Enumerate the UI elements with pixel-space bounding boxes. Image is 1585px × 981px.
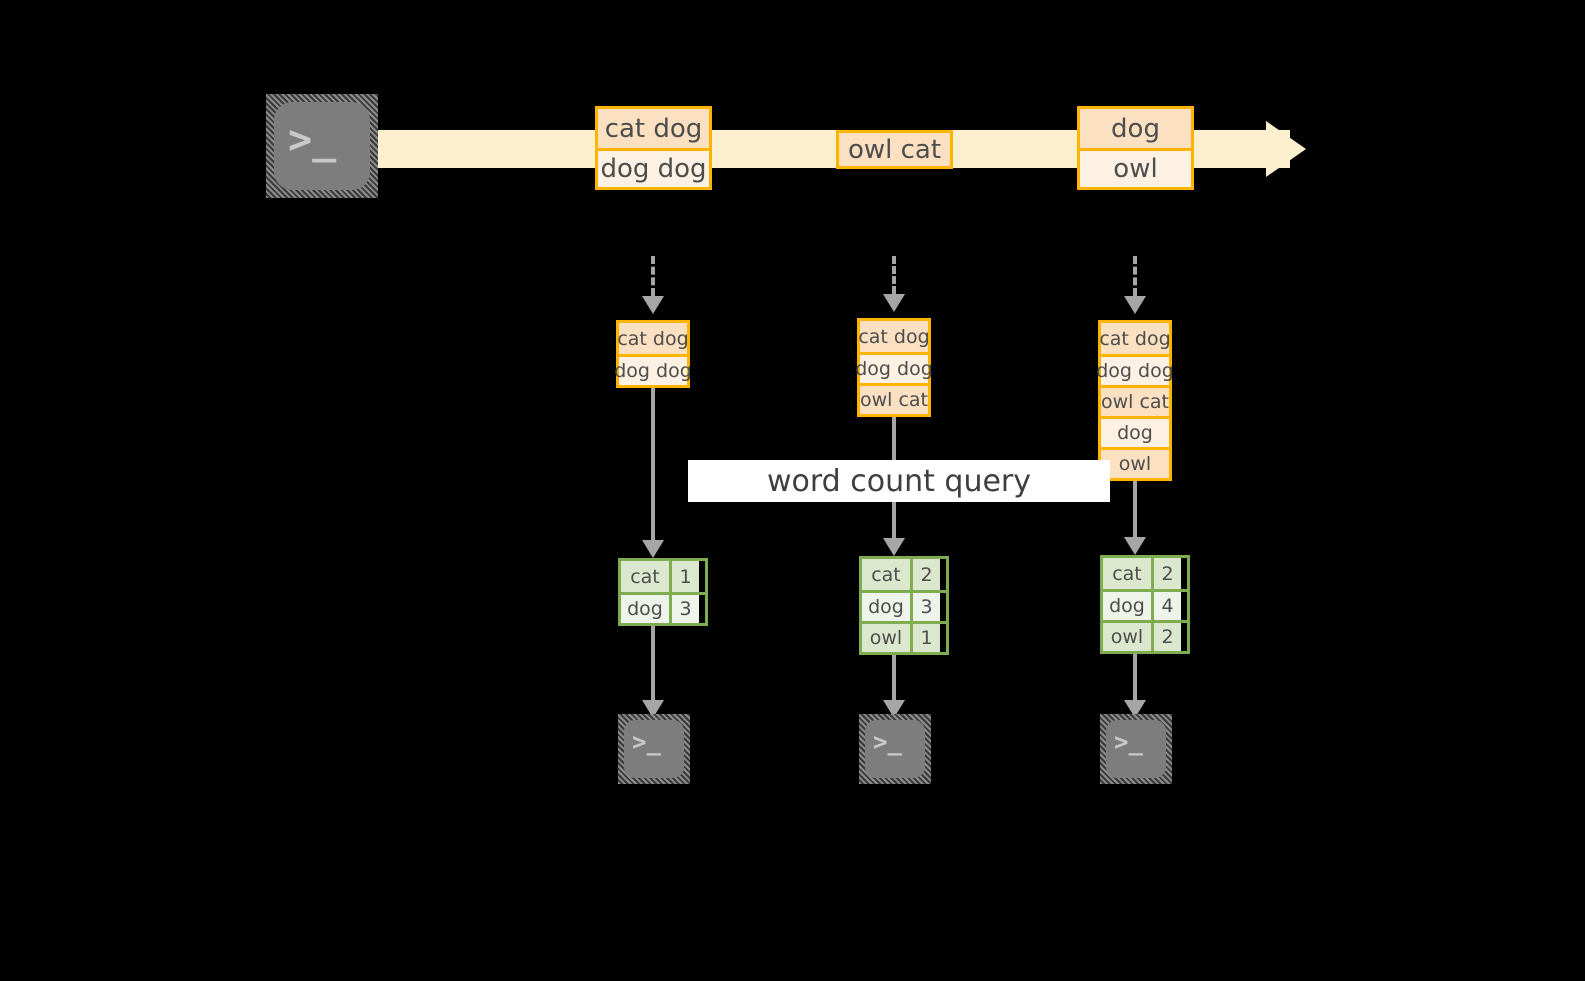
- stage-3-result-table[interactable]: cat 2 dog 4 owl 2: [1100, 555, 1190, 654]
- stream-arrowhead-icon: [1266, 121, 1306, 177]
- arrowhead-icon: [642, 700, 664, 718]
- dashed-connector-stage-1: [651, 256, 655, 296]
- table-row: dog 4: [1103, 589, 1187, 620]
- stream-message-group-2[interactable]: owl cat: [836, 130, 953, 169]
- table-cell-word: dog: [862, 593, 910, 621]
- stage-2-input-box[interactable]: cat dog dog dog owl cat: [855, 318, 933, 417]
- table-cell-count: 2: [1151, 558, 1181, 589]
- table-row: cat 2: [862, 559, 946, 590]
- stage-1-sink-connector: [651, 626, 655, 700]
- stage-1-input-box[interactable]: cat dog dog dog: [614, 320, 692, 388]
- table-cell-word: cat: [621, 561, 669, 592]
- terminal-prompt-icon: >_: [1114, 728, 1143, 756]
- stream-message-group-3[interactable]: dog owl: [1077, 106, 1194, 190]
- table-cell-count: 1: [669, 561, 699, 592]
- input-line: cat dog: [858, 321, 930, 352]
- table-cell-word: cat: [862, 559, 910, 590]
- message-line: cat dog: [598, 109, 709, 148]
- terminal-prompt-icon: >_: [632, 728, 661, 756]
- arrowhead-icon: [642, 296, 664, 314]
- input-line: dog dog: [1096, 354, 1174, 385]
- arrowhead-icon: [1124, 700, 1146, 718]
- stream-message-group-1[interactable]: cat dog dog dog: [595, 106, 712, 190]
- stage-2-result-table[interactable]: cat 2 dog 3 owl 1: [859, 556, 949, 655]
- table-row: dog 3: [621, 592, 705, 623]
- table-cell-word: owl: [862, 624, 910, 652]
- terminal-prompt-icon: >_: [873, 728, 902, 756]
- input-line: cat dog: [1099, 323, 1171, 354]
- query-label-band: word count query: [688, 460, 1110, 502]
- stage-3-sink-connector: [1133, 654, 1137, 700]
- stage-2-sink-connector: [892, 655, 896, 700]
- input-line: owl cat: [1101, 385, 1169, 416]
- stage-2-sink-terminal[interactable]: >_: [859, 714, 931, 784]
- input-line: dog: [1101, 416, 1169, 447]
- stage-3-input-box[interactable]: cat dog dog dog owl cat dog owl: [1096, 320, 1174, 481]
- terminal-body: [274, 102, 370, 190]
- table-cell-count: 2: [1151, 623, 1181, 651]
- table-row: owl 1: [862, 621, 946, 652]
- table-cell-word: dog: [621, 595, 669, 623]
- message-line: owl: [1080, 148, 1191, 187]
- stage-1-query-connector: [651, 388, 655, 540]
- dashed-connector-stage-2: [892, 256, 896, 294]
- stage-1-sink-terminal[interactable]: >_: [618, 714, 690, 784]
- table-cell-count: 4: [1151, 592, 1181, 620]
- table-row: owl 2: [1103, 620, 1187, 651]
- arrowhead-icon: [883, 700, 905, 718]
- arrowhead-icon: [1124, 537, 1146, 555]
- input-line: cat dog: [617, 323, 689, 354]
- terminal-body: [1106, 720, 1166, 778]
- message-line: dog: [1080, 109, 1191, 148]
- table-cell-word: owl: [1103, 623, 1151, 651]
- message-line: owl cat: [839, 133, 950, 166]
- input-line: owl cat: [860, 383, 928, 414]
- terminal-body: [624, 720, 684, 778]
- source-terminal[interactable]: >_: [266, 94, 378, 198]
- terminal-prompt-icon: >_: [288, 117, 337, 163]
- table-cell-count: 1: [910, 624, 940, 652]
- input-line: dog dog: [614, 354, 692, 385]
- input-line: owl: [1101, 447, 1169, 478]
- table-cell-word: cat: [1103, 558, 1151, 589]
- table-cell-word: dog: [1103, 592, 1151, 620]
- message-line: dog dog: [598, 148, 709, 187]
- table-row: dog 3: [862, 590, 946, 621]
- stage-3-sink-terminal[interactable]: >_: [1100, 714, 1172, 784]
- arrowhead-icon: [642, 540, 664, 558]
- table-row: cat 1: [621, 561, 705, 592]
- dashed-connector-stage-3: [1133, 256, 1137, 296]
- table-cell-count: 2: [910, 559, 940, 590]
- stage-3-query-connector: [1133, 481, 1137, 537]
- stage-1-result-table[interactable]: cat 1 dog 3: [618, 558, 708, 626]
- terminal-body: [865, 720, 925, 778]
- query-label-text: word count query: [766, 463, 1032, 499]
- input-line: dog dog: [855, 352, 933, 383]
- table-row: cat 2: [1103, 558, 1187, 589]
- table-cell-count: 3: [910, 593, 940, 621]
- table-cell-count: 3: [669, 595, 699, 623]
- arrowhead-icon: [1124, 296, 1146, 314]
- arrowhead-icon: [883, 538, 905, 556]
- arrowhead-icon: [883, 294, 905, 312]
